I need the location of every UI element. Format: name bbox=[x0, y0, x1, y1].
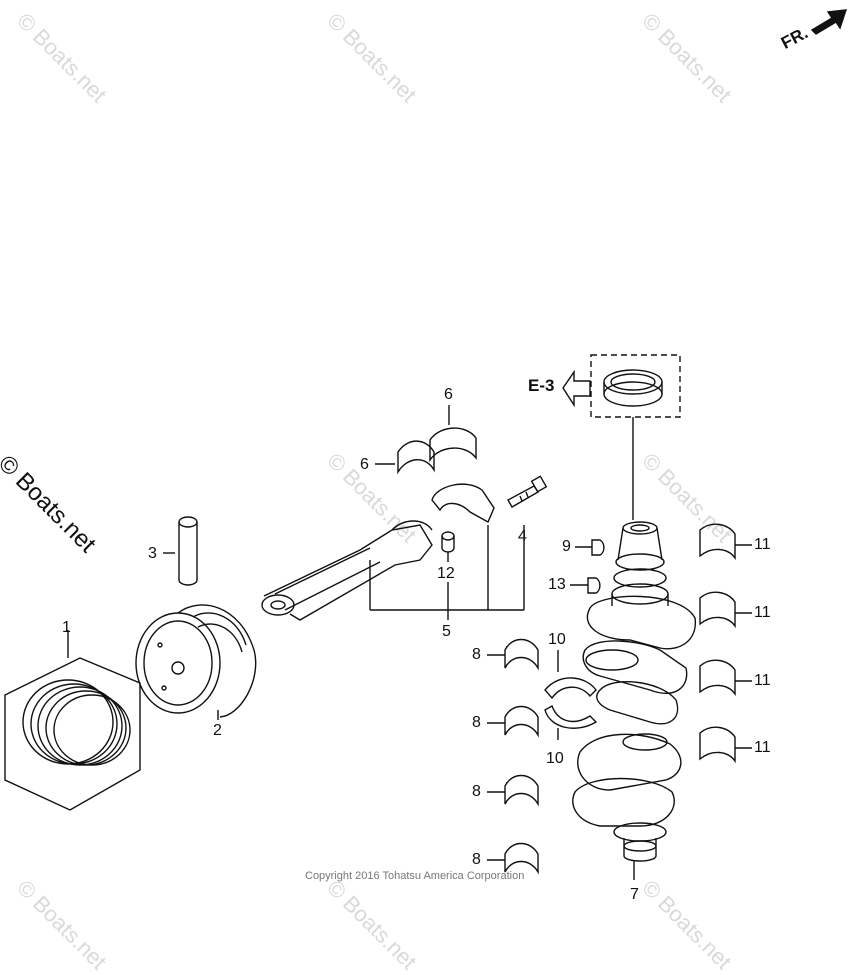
callout-8-second[interactable]: 8 bbox=[472, 714, 481, 731]
callout-3[interactable]: 3 bbox=[148, 545, 157, 562]
dowel-pin bbox=[441, 531, 455, 553]
reference-arrow-icon bbox=[562, 369, 591, 408]
reference-label: E-3 bbox=[528, 376, 555, 395]
callout-8-fourth[interactable]: 8 bbox=[472, 851, 481, 868]
callout-11-third[interactable]: 11 bbox=[754, 672, 771, 689]
callout-10-lower[interactable]: 10 bbox=[546, 750, 564, 767]
thrust-washer bbox=[544, 677, 598, 729]
piston-ring-set bbox=[4, 657, 141, 811]
callout-12[interactable]: 12 bbox=[437, 565, 455, 582]
piston bbox=[135, 604, 257, 718]
connecting-rod bbox=[261, 483, 495, 621]
parts-diagram bbox=[4, 9, 848, 880]
crankshaft bbox=[572, 521, 696, 862]
piston-pin bbox=[163, 516, 198, 586]
callout-11-fourth[interactable]: 11 bbox=[754, 739, 771, 756]
callout-7[interactable]: 7 bbox=[630, 886, 639, 903]
callout-13[interactable]: 13 bbox=[548, 576, 566, 593]
conrod-bearing bbox=[397, 427, 477, 475]
copyright-notice: Copyright 2016 Tohatsu America Corporati… bbox=[305, 870, 525, 882]
callout-2[interactable]: 2 bbox=[213, 722, 222, 739]
callout-8-third[interactable]: 8 bbox=[472, 783, 481, 800]
conrod-bolt bbox=[507, 475, 548, 508]
callout-1[interactable]: 1 bbox=[62, 619, 71, 636]
callout-8-first[interactable]: 8 bbox=[472, 646, 481, 663]
callout-11-first[interactable]: 11 bbox=[754, 536, 771, 553]
forward-arrow-icon bbox=[810, 9, 848, 35]
callout-10-upper[interactable]: 10 bbox=[548, 631, 566, 648]
main-bearing-lower bbox=[504, 638, 539, 875]
callout-11-second[interactable]: 11 bbox=[754, 604, 771, 621]
callout-9[interactable]: 9 bbox=[562, 538, 571, 555]
callout-4[interactable]: 4 bbox=[518, 528, 527, 545]
callout-6-lower[interactable]: 6 bbox=[360, 456, 369, 473]
woodruff-key bbox=[587, 539, 605, 594]
callout-5[interactable]: 5 bbox=[442, 623, 451, 640]
callout-6-upper[interactable]: 6 bbox=[444, 386, 453, 403]
oil-seal bbox=[590, 354, 681, 520]
main-bearing-upper bbox=[699, 523, 736, 764]
leader-lines bbox=[67, 405, 752, 880]
